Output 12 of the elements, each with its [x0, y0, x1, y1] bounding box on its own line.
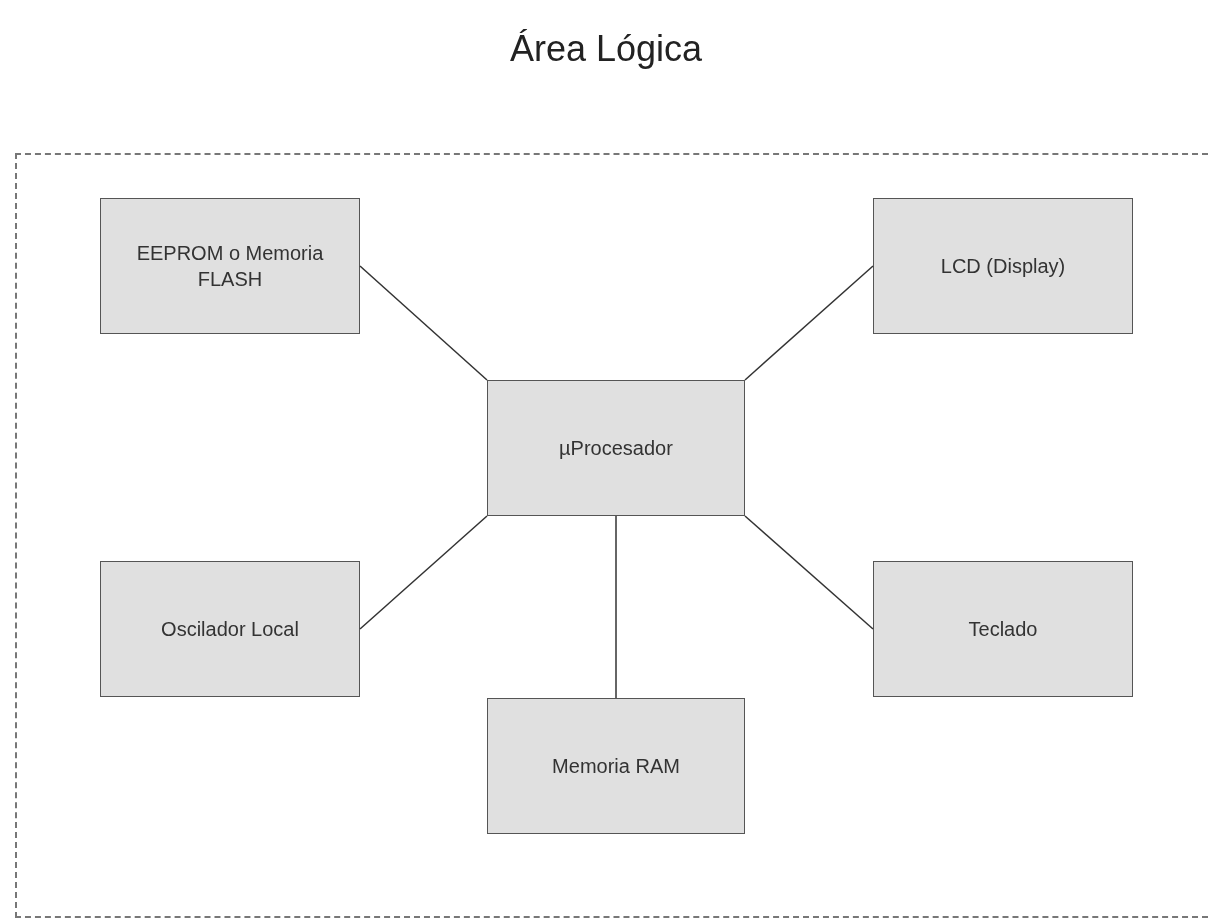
connector-line [744, 265, 874, 381]
component-box: Teclado [873, 561, 1133, 697]
area-title: Área Lógica [508, 27, 704, 71]
component-box: EEPROM o Memoria FLASH [100, 198, 360, 334]
connector-line [359, 265, 488, 381]
connector-line [744, 515, 874, 630]
component-box: Oscilador Local [100, 561, 360, 697]
component-box: LCD (Display) [873, 198, 1133, 334]
component-box: Memoria RAM [487, 698, 745, 834]
component-box: µProcesador [487, 380, 745, 516]
connector-line [359, 515, 488, 630]
connector-line [615, 515, 617, 699]
